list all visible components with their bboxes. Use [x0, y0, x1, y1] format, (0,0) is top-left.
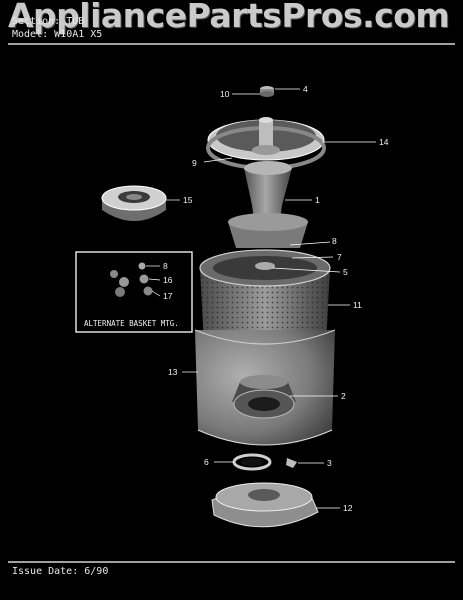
part-spin-cap — [101, 185, 167, 221]
callout-17: 17 — [163, 291, 173, 301]
issue-label: Issue Date: — [12, 566, 79, 577]
callout-15: 15 — [183, 195, 193, 205]
inset-caption: ALTERNATE BASKET MTG. — [84, 319, 179, 328]
watermark: AppliancePartsPros.com — [8, 0, 450, 35]
callout-10: 10 — [220, 89, 230, 99]
callout-13: 13 — [168, 367, 178, 377]
section-value: TUB — [66, 16, 85, 27]
part-clip — [286, 458, 297, 468]
callout-2: 2 — [341, 391, 346, 401]
callout-12: 12 — [343, 503, 353, 513]
part-seal-ring — [232, 453, 272, 471]
issue-value: 6/90 — [84, 566, 109, 577]
footer-line: Issue Date: 6/90 — [12, 566, 108, 577]
leader-lines — [166, 88, 376, 509]
callout-9: 9 — [192, 158, 197, 168]
callout-7: 7 — [337, 252, 342, 262]
inset-alternate-mounting: ALTERNATE BASKET MTG. — [75, 251, 193, 333]
part-agitator — [228, 161, 308, 248]
callout-6: 6 — [204, 457, 209, 467]
part-bolt-top — [260, 86, 274, 97]
callout-1: 1 — [315, 195, 320, 205]
callout-14: 14 — [379, 137, 389, 147]
part-hub — [232, 375, 296, 419]
callout-4: 4 — [303, 84, 308, 94]
callout-8-inset: 8 — [163, 261, 168, 271]
part-tub-ring — [206, 117, 326, 170]
section-line: Section: TUB — [12, 16, 84, 27]
callout-16: 16 — [163, 275, 173, 285]
section-label: Section: — [12, 16, 61, 27]
model-label: Model: — [12, 29, 49, 40]
callout-8: 8 — [332, 236, 337, 246]
callout-3: 3 — [327, 458, 332, 468]
part-base-plate — [211, 482, 319, 528]
model-value: W10A1 X5 — [54, 29, 103, 40]
callout-11: 11 — [353, 300, 362, 310]
callout-5: 5 — [343, 267, 348, 277]
callout-labels: 10 4 14 9 15 1 8 7 5 11 13 2 6 3 12 8 16… — [163, 84, 389, 513]
model-line: Model: W10A1 X5 — [12, 29, 102, 40]
